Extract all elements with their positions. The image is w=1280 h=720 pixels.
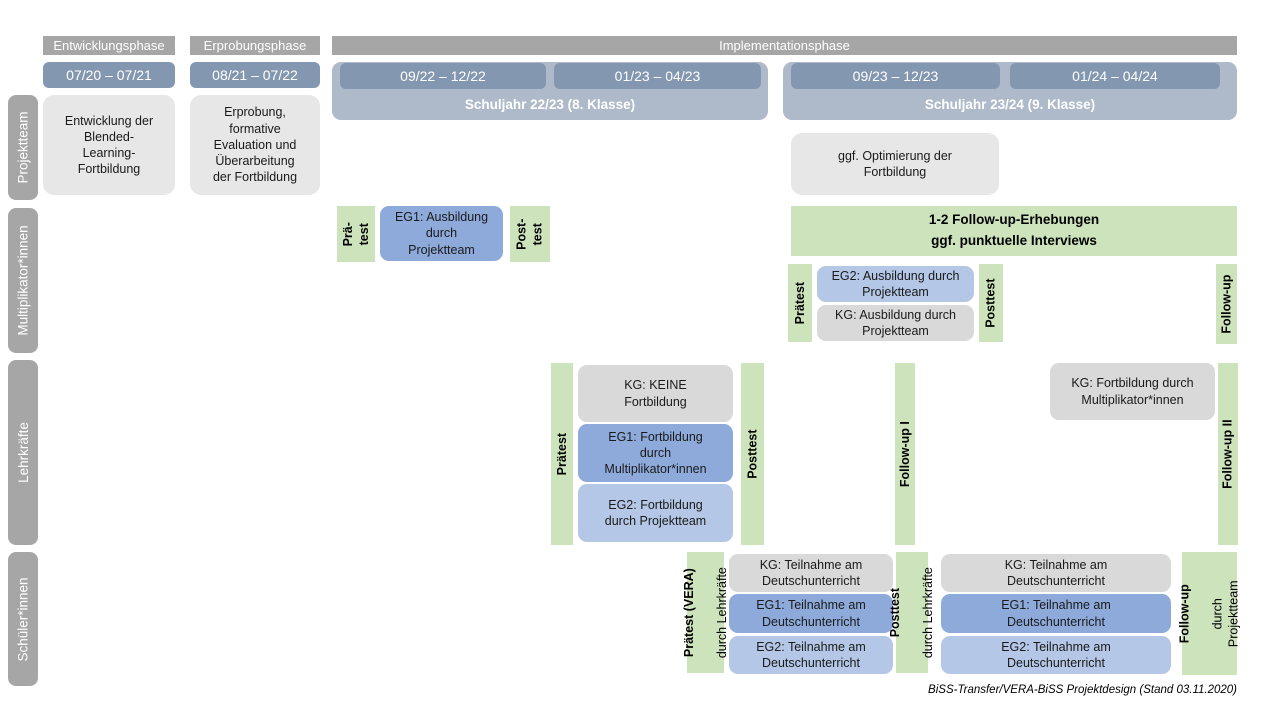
row-label-schuelerinnen-text: Schüler*innen [15,576,31,662]
box-eg2-fortbildung-projektteam: EG2: Fortbildung durch Projektteam [578,484,733,542]
date-bar-0821-0722: 08/21 – 07/22 [190,62,320,88]
vbar-praetest-lehrkraefte-text: Prätest [554,432,569,476]
footer-caption: BiSS-Transfer/VERA-BiSS Projektdesign (S… [928,684,1237,696]
box-eg2-teilnahme-2: EG2: Teilnahme am Deutschunterricht [941,636,1171,674]
vbar-followup-1-lehrkraefte-text: Follow-up I [897,421,912,487]
date-bar-0123-0423: 01/23 – 04/23 [554,63,761,89]
row-label-projektteam: Projektteam [8,95,38,200]
phase-bar-erprobungsphase: Erprobungsphase [190,36,320,55]
schoolyear-2223-label: Schuljahr 22/23 (8. Klasse) [464,97,636,112]
phase-bar-implementationsphase: Implementationsphase [332,36,1237,55]
schoolyear-2324-label: Schuljahr 23/24 (9. Klasse) [924,97,1096,112]
vbar-posttest-multiplikator-1: Post- test [510,206,550,262]
date-bar-0124-0424: 01/24 – 04/24 [1010,63,1220,89]
vbar-praetest-multiplikator-2-text: Prätest [792,281,807,325]
box-eg1-ausbildung-projektteam: EG1: Ausbildung durch Projektteam [380,206,503,261]
vbar-posttest-lehrkraefte: Posttest [741,363,764,545]
date-bar-0720-0721: 07/20 – 07/21 [43,62,175,88]
date-bar-0923-1223: 09/23 – 12/23 [791,63,1000,89]
box-kg-fortbildung-multiplikatorinnen: KG: Fortbildung durch Multiplikator*inne… [1050,363,1215,420]
vbar-followup-2-lehrkraefte-text: Follow-up II [1220,419,1235,489]
vbar-followup-2-lehrkraefte: Follow-up II [1218,363,1238,545]
box-kg-teilnahme-1: KG: Teilnahme am Deutschunterricht [729,554,893,592]
vbar-followup-multiplikator-text: Follow-up [1219,274,1234,334]
vbar-praetest-multiplikator-1: Prä- test [337,206,375,262]
vbar-posttest-schueler: Posttest durch Lehrkräfte [889,552,935,673]
followup-schueler-rest: durch Projektteam [1210,580,1241,647]
row-label-lehrkraefte: Lehrkräfte [8,360,38,545]
box-erprobung-evaluation: Erprobung, formative Evaluation und Über… [190,95,320,195]
vbar-posttest-multiplikator-1-text: Post- test [514,218,545,250]
date-bar-0922-1222: 09/22 – 12/22 [340,63,546,89]
vbar-posttest-lehrkraefte-text: Posttest [745,429,760,479]
followup-schueler-bold: Follow-up [1178,583,1193,644]
vbar-praetest-vera-schueler: Prätest (VERA) durch Lehrkräfte [682,552,729,673]
vbar-followup-projektteam-schueler-text: Follow-up durch Projektteam [1161,580,1259,647]
bar-followup-erhebungen: 1-2 Follow-up-Erhebungen ggf. punktuelle… [791,206,1237,256]
phase-bar-entwicklungsphase: Entwicklungsphase [43,36,175,55]
posttest-schueler-rest: durch Lehrkräfte [921,566,936,659]
box-optimierung-fortbildung: ggf. Optimierung der Fortbildung [791,133,999,195]
box-eg1-teilnahme-1: EG1: Teilnahme am Deutschunterricht [729,594,893,633]
row-label-schuelerinnen: Schüler*innen [8,552,38,686]
praetest-vera-rest: durch Lehrkräfte [714,566,729,659]
vbar-followup-1-lehrkraefte: Follow-up I [895,363,915,545]
vbar-posttest-multiplikator-2: Posttest [979,264,1003,342]
row-label-multiplikatorinnen: Multiplikator*innen [8,208,38,353]
vbar-followup-projektteam-schueler: Follow-up durch Projektteam [1178,552,1241,675]
vbar-praetest-lehrkraefte: Prätest [551,363,573,545]
row-label-lehrkraefte-text: Lehrkräfte [15,422,31,483]
box-eg2-teilnahme-1: EG2: Teilnahme am Deutschunterricht [729,636,893,674]
vbar-posttest-multiplikator-2-text: Posttest [983,278,998,328]
vbar-followup-multiplikator: Follow-up [1216,264,1237,344]
row-label-multiplikatorinnen-text: Multiplikator*innen [15,225,31,336]
posttest-schueler-bold: Posttest [888,587,903,638]
vbar-praetest-multiplikator-2: Prätest [788,264,812,342]
box-kg-teilnahme-2: KG: Teilnahme am Deutschunterricht [941,554,1171,592]
box-eg1-teilnahme-2: EG1: Teilnahme am Deutschunterricht [941,594,1171,633]
box-eg2-ausbildung-projektteam: EG2: Ausbildung durch Projektteam [817,266,974,302]
vbar-praetest-multiplikator-1-text: Prä- test [340,221,371,247]
praetest-vera-bold: Prätest (VERA) [682,568,697,657]
box-kg-ausbildung-projektteam: KG: Ausbildung durch Projektteam [817,305,974,341]
box-entwicklung-fortbildung: Entwicklung der Blended- Learning- Fortb… [43,95,175,195]
row-label-projektteam-text: Projektteam [15,111,31,184]
box-eg1-fortbildung-multiplikatorinnen: EG1: Fortbildung durch Multiplikator*inn… [578,424,733,482]
box-kg-keine-fortbildung: KG: KEINE Fortbildung [578,365,733,422]
